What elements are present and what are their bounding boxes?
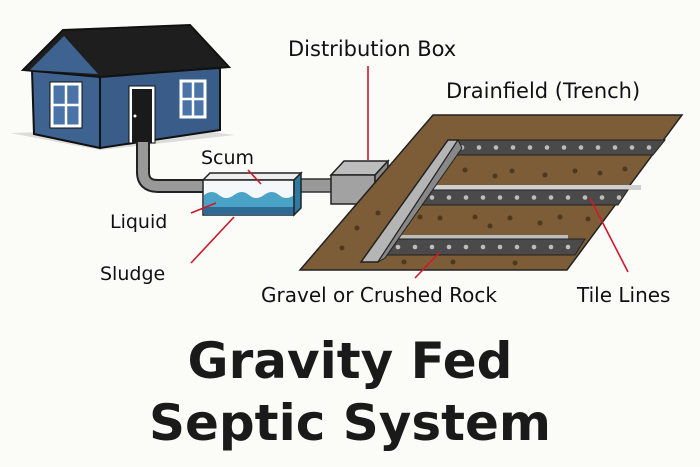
- perforation-dot: [565, 195, 571, 200]
- tile-line: [415, 185, 641, 206]
- perforation-dot: [429, 195, 435, 200]
- perforation-dot: [565, 244, 571, 250]
- sludge-layer: [204, 207, 294, 215]
- inlet-pipe-outline: [136, 142, 205, 193]
- perforation-dot: [561, 145, 567, 150]
- perforation-dot: [412, 244, 418, 250]
- label-scum: Scum: [201, 147, 254, 169]
- perforation-dot: [616, 195, 622, 200]
- leader-liquid: [190, 202, 217, 214]
- window-icon: [49, 81, 83, 129]
- perforation-dot: [514, 244, 520, 250]
- perforation-dot: [463, 244, 469, 250]
- inlet-pipe: [138, 142, 205, 191]
- perforation-dot: [395, 244, 401, 250]
- septic-tank: [201, 171, 303, 217]
- liquid-layer: [204, 192, 294, 208]
- perforation-dot: [595, 145, 601, 150]
- perforation-dot: [429, 244, 435, 250]
- door-icon: [128, 85, 156, 144]
- perforation-dot: [463, 195, 469, 200]
- perforations: [395, 145, 652, 250]
- drainfield: [298, 114, 684, 271]
- perforation-dot: [531, 195, 537, 200]
- perforation-dot: [480, 244, 486, 250]
- label-drainfield: Drainfield (Trench): [446, 79, 640, 103]
- soil-stones: [339, 166, 628, 266]
- perforation-dot: [497, 244, 503, 250]
- perforation-dot: [510, 145, 516, 150]
- perforation-dot: [544, 145, 550, 150]
- perforation-dot: [646, 145, 652, 150]
- title-line-2: Septic System: [149, 394, 551, 452]
- perforation-dot: [476, 145, 482, 150]
- house-gable: [30, 36, 98, 74]
- perforation-dot: [531, 244, 537, 250]
- house: [10, 23, 235, 150]
- perforation-dot: [493, 145, 499, 150]
- leader-tile-lines: [589, 197, 629, 273]
- perforation-dot: [629, 145, 635, 150]
- label-gravel: Gravel or Crushed Rock: [261, 283, 497, 307]
- perforation-dot: [514, 195, 520, 200]
- perforation-dot: [497, 195, 503, 200]
- perforation-dot: [578, 145, 584, 150]
- perforation-dot: [480, 195, 486, 200]
- manifold-pipe: [359, 138, 463, 263]
- label-distribution-box: Distribution Box: [288, 37, 456, 61]
- perforation-dot: [548, 244, 554, 250]
- label-liquid: Liquid: [110, 211, 167, 233]
- leader-scum: [247, 169, 262, 185]
- leader-gravel: [414, 251, 441, 279]
- label-sludge: Sludge: [100, 263, 165, 285]
- window-icon: [179, 79, 207, 119]
- perforation-dot: [612, 145, 618, 150]
- title-line-1: Gravity Fed: [188, 332, 513, 390]
- label-tile-lines: Tile Lines: [576, 283, 670, 307]
- perforation-dot: [599, 195, 605, 200]
- perforation-dot: [446, 244, 452, 250]
- leader-sludge: [190, 216, 235, 264]
- perforation-dot: [548, 195, 554, 200]
- perforation-dot: [446, 195, 452, 200]
- perforation-dot: [527, 145, 533, 150]
- perforation-dot: [582, 195, 588, 200]
